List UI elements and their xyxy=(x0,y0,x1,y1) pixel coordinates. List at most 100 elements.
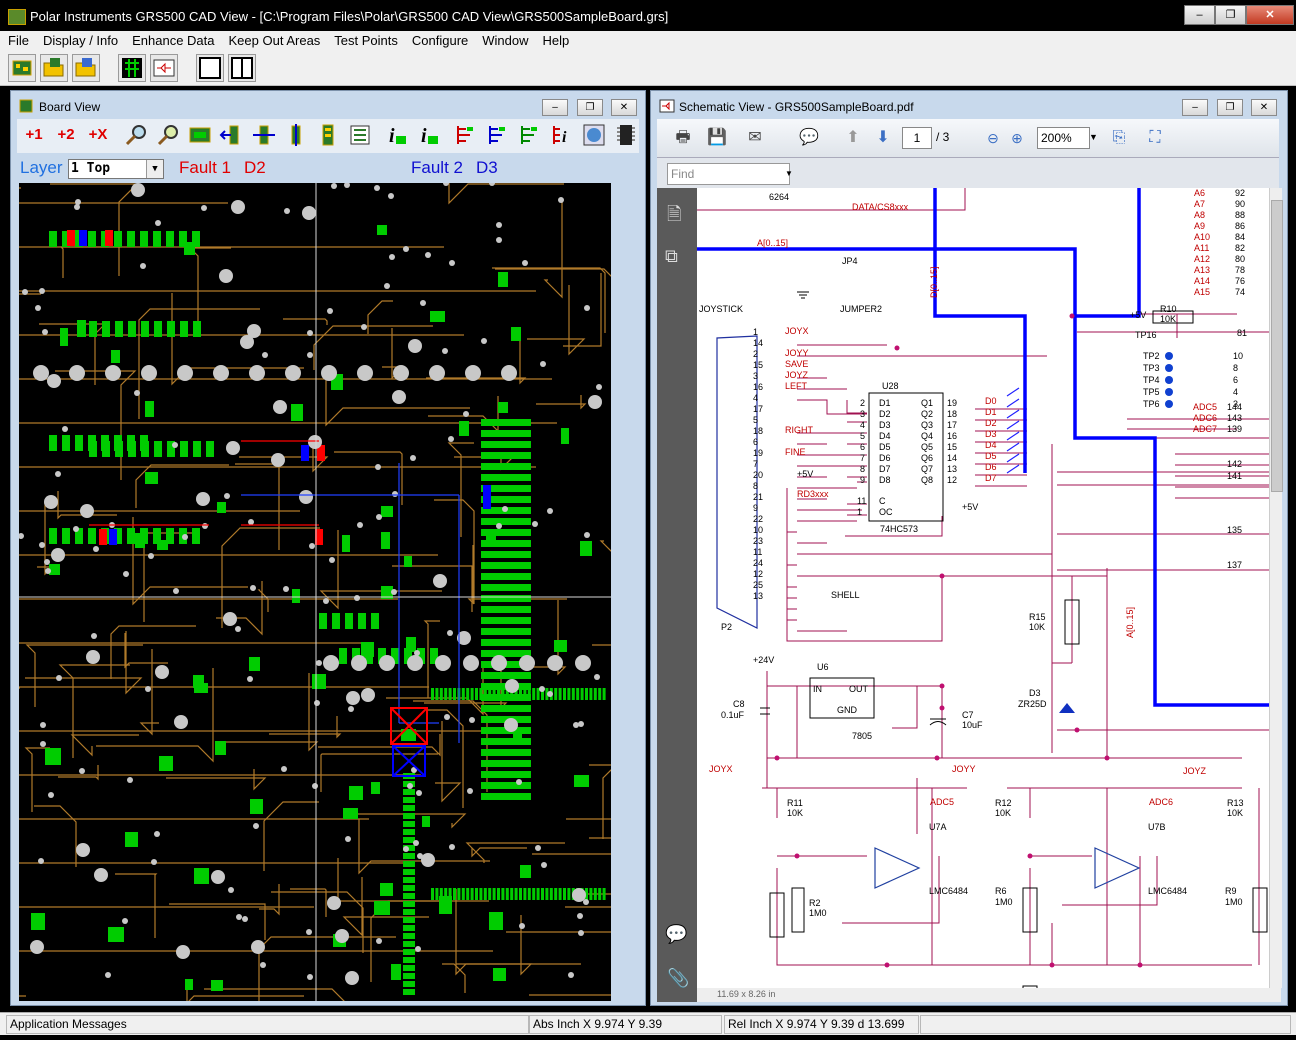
net-trace-green-icon[interactable] xyxy=(517,122,543,148)
menu-help[interactable]: Help xyxy=(542,33,570,48)
schematic-sheet[interactable]: 6264 DATA/CS8xxx A[0..15] D[0..15] A[0..… xyxy=(697,188,1269,988)
open-folder-icon[interactable] xyxy=(40,54,68,82)
board-close-button[interactable]: ✕ xyxy=(611,99,637,116)
chevron-down-icon[interactable]: ▼ xyxy=(146,160,163,178)
menu-keep-out-areas[interactable]: Keep Out Areas xyxy=(228,33,321,48)
print-icon[interactable]: 🖶 xyxy=(675,129,691,146)
full-screen-icon[interactable]: ⛶ xyxy=(1149,129,1161,146)
info-net-icon[interactable]: i xyxy=(415,122,441,148)
pad xyxy=(593,688,597,700)
joystick-pin-number: 16 xyxy=(753,382,763,392)
testpoint-label: TP3 xyxy=(1143,363,1160,373)
junction-dot xyxy=(939,683,945,689)
pad xyxy=(371,613,379,629)
testpoint-label: TP4 xyxy=(1143,375,1160,385)
board-icon[interactable] xyxy=(8,54,36,82)
via xyxy=(329,557,335,563)
trace xyxy=(110,625,196,679)
menu-file[interactable]: File xyxy=(8,33,29,48)
zoom-input[interactable]: 200% xyxy=(1037,127,1090,149)
open-folder-icon[interactable] xyxy=(72,54,100,82)
joystick-pin-number: 10 xyxy=(753,525,763,535)
board-minimize-button[interactable]: – xyxy=(542,99,568,116)
pad xyxy=(193,321,201,337)
u28-pin-number: 14 xyxy=(947,453,957,463)
single-pane-icon[interactable] xyxy=(196,54,224,82)
pages-icon[interactable]: 🗎 xyxy=(667,204,682,224)
info-icon[interactable]: i xyxy=(383,122,409,148)
pad xyxy=(31,913,45,930)
move-horizontal-icon[interactable] xyxy=(251,122,277,148)
u28-pin-number: 7 xyxy=(860,453,865,463)
fault-markers xyxy=(89,440,460,777)
schematic-restore-button[interactable]: ❐ xyxy=(1217,99,1243,116)
component-icon[interactable] xyxy=(315,122,341,148)
net-info-icon[interactable]: i xyxy=(549,122,575,148)
zoom-dropdown-icon[interactable]: ▼ xyxy=(1089,132,1098,142)
fit-page-icon[interactable]: ⎘ xyxy=(1112,129,1126,146)
board-view-icon[interactable] xyxy=(118,54,146,82)
testpoint-pin-number: 6 xyxy=(1233,375,1238,385)
data-net-label: D0 xyxy=(985,396,997,406)
zoom-out-icon[interactable] xyxy=(155,122,181,148)
menu-test-points[interactable]: Test Points xyxy=(334,33,398,48)
globe-icon[interactable] xyxy=(581,122,607,148)
menu-window[interactable]: Window xyxy=(482,33,529,48)
via xyxy=(174,715,188,729)
via xyxy=(201,205,207,211)
attachment-icon[interactable]: 📎 xyxy=(667,968,690,988)
clear-marker-button[interactable]: +X xyxy=(85,122,111,148)
via xyxy=(196,492,210,506)
comment-icon[interactable]: 💬 xyxy=(799,129,819,146)
move-vertical-icon[interactable] xyxy=(283,122,309,148)
schematic-scrollbar[interactable] xyxy=(1269,188,1283,988)
fault1-marker-button[interactable]: +1 xyxy=(21,122,47,148)
pin-list-icon[interactable] xyxy=(347,122,373,148)
schematic-icon[interactable] xyxy=(150,54,178,82)
close-button[interactable]: ✕ xyxy=(1246,5,1294,25)
pad xyxy=(554,640,567,652)
split-pane-icon[interactable] xyxy=(228,54,256,82)
pad xyxy=(180,321,188,337)
pad xyxy=(505,888,509,900)
pad xyxy=(192,231,200,247)
zoom-board-icon[interactable] xyxy=(187,122,213,148)
net-trace-icon[interactable] xyxy=(453,122,479,148)
pcb-canvas[interactable] xyxy=(19,183,611,1001)
schematic-minimize-button[interactable]: – xyxy=(1182,99,1208,116)
page-number-input[interactable]: 1 xyxy=(902,127,932,149)
maximize-button[interactable]: ❐ xyxy=(1215,5,1246,25)
address-pin-number: 78 xyxy=(1235,265,1245,275)
share-icon[interactable]: ✉ xyxy=(748,129,762,146)
bookmarks-icon[interactable]: ⧉ xyxy=(665,246,678,266)
via xyxy=(281,766,287,772)
move-left-icon[interactable] xyxy=(219,122,245,148)
comments-icon[interactable]: 💬 xyxy=(665,924,688,944)
page-down-icon[interactable]: ⬇ xyxy=(876,129,890,146)
zoom-in-icon[interactable]: ⊕ xyxy=(1011,130,1023,146)
find-dropdown-icon[interactable]: ▼ xyxy=(785,169,793,178)
address-pin-number: 90 xyxy=(1235,199,1245,209)
scrollbar-thumb[interactable] xyxy=(1271,200,1283,492)
trace xyxy=(563,273,602,347)
via xyxy=(172,442,178,448)
save-icon[interactable]: 💾 xyxy=(707,129,727,146)
trace xyxy=(589,837,611,839)
schematic-close-button[interactable]: ✕ xyxy=(1251,99,1277,116)
zoom-out-icon[interactable]: ⊖ xyxy=(987,130,999,146)
layer-select[interactable]: 1 Top ▼ xyxy=(68,159,164,179)
zoom-in-icon[interactable] xyxy=(123,122,149,148)
minimize-button[interactable]: – xyxy=(1184,5,1215,25)
menu-enhance-data[interactable]: Enhance Data xyxy=(132,33,215,48)
net-trace-blue-icon[interactable] xyxy=(485,122,511,148)
fault2-marker-button[interactable]: +2 xyxy=(53,122,79,148)
find-input[interactable]: Find xyxy=(667,163,790,185)
page-up-icon[interactable]: ⬆ xyxy=(846,129,860,146)
menu-configure[interactable]: Configure xyxy=(411,33,469,48)
chip-icon[interactable] xyxy=(613,122,639,148)
joystick-pin-number: 6 xyxy=(753,437,758,447)
via xyxy=(19,533,24,539)
via xyxy=(588,395,602,409)
board-restore-button[interactable]: ❐ xyxy=(577,99,603,116)
menu-display-info[interactable]: Display / Info xyxy=(42,33,119,48)
